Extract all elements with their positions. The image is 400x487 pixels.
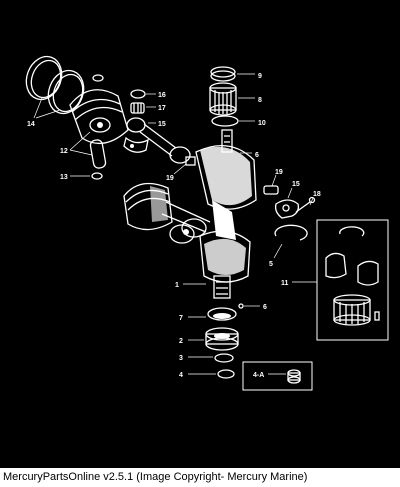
- callout-13: 13: [60, 174, 68, 181]
- callout-15-right: 15: [292, 181, 300, 188]
- callout-14: 14: [27, 121, 35, 128]
- connecting-rod: [123, 117, 191, 164]
- crankshaft: [195, 145, 257, 299]
- callout-6-bottom: 6: [263, 304, 267, 311]
- parts-diagram: 14 12 13 16 17 15 19: [0, 0, 400, 468]
- copyright-footer: MercuryPartsOnline v2.5.1 (Image Copyrig…: [0, 468, 400, 487]
- callout-10: 10: [258, 120, 266, 127]
- callout-19-top: 19: [166, 175, 174, 182]
- callout-12: 12: [60, 148, 68, 155]
- lower-ball-bearing: [205, 327, 239, 351]
- callout-17: 17: [158, 105, 166, 112]
- retaining-ring: [214, 353, 234, 363]
- snap-ring: [274, 224, 308, 241]
- wrist-pin-retainer-top: [92, 74, 104, 82]
- bearing-detail-box: [316, 219, 389, 341]
- callout-7: 7: [179, 315, 183, 322]
- wrist-pin: [89, 139, 107, 169]
- piston-rings: [25, 55, 85, 115]
- rod-bolt-top: [185, 156, 196, 166]
- rod-cap-parts-right: [263, 185, 316, 219]
- callout-1: 1: [175, 282, 179, 289]
- callout-2: 2: [179, 338, 183, 345]
- callout-18: 18: [313, 191, 321, 198]
- o-ring-top: [211, 115, 239, 127]
- lower-seal: [207, 307, 237, 321]
- top-main-bearing: [209, 66, 237, 116]
- o-ring-bottom: [217, 369, 235, 379]
- callout-8: 8: [258, 97, 262, 104]
- wrist-pin-retainer: [91, 172, 103, 180]
- callout-16: 16: [158, 92, 166, 99]
- copyright-text: MercuryPartsOnline v2.5.1 (Image Copyrig…: [3, 471, 308, 483]
- callout-5: 5: [269, 261, 273, 268]
- piston: [69, 89, 129, 145]
- exploded-view-drawing: 14 12 13 16 17 15 19: [25, 55, 389, 391]
- callout-11: 11: [281, 280, 289, 287]
- small-bearing-parts: [130, 89, 146, 114]
- callout-19-right: 19: [275, 169, 283, 176]
- callout-15-rod: 15: [158, 121, 166, 128]
- callout-3: 3: [179, 355, 183, 362]
- callout-9: 9: [258, 73, 262, 80]
- lower-pin: [238, 303, 244, 309]
- callout-4a: 4-A: [253, 372, 264, 379]
- piston-rod-assembly: [123, 182, 211, 244]
- callout-6-top: 6: [255, 152, 259, 159]
- detail-box-4a: [242, 361, 313, 391]
- callout-4: 4: [179, 372, 183, 379]
